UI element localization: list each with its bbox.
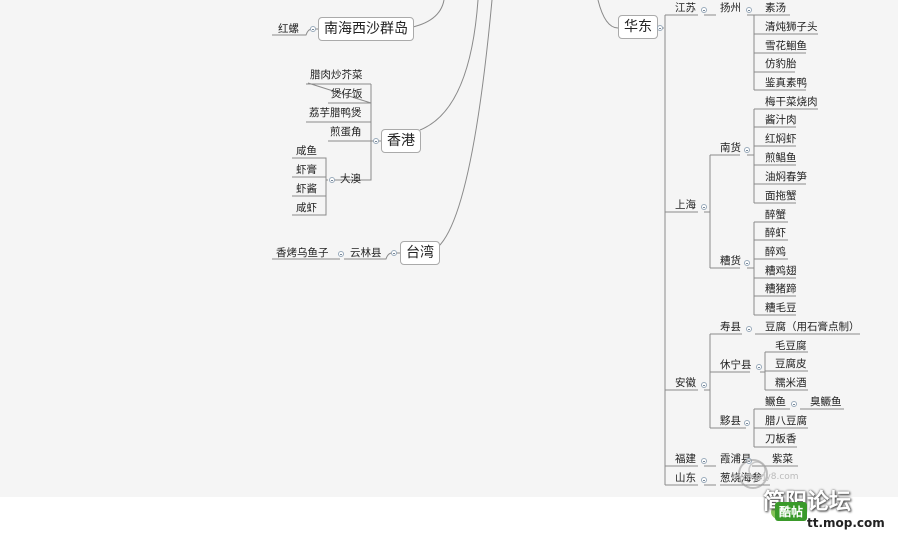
leaf-zh-3[interactable]: 醉鸡 [765, 246, 786, 258]
leaf-nh-5[interactable]: 油焖春笋 [765, 171, 807, 183]
node-yixian[interactable]: 黟县 [720, 415, 741, 427]
collapse-icon[interactable] [701, 7, 707, 13]
collapse-icon[interactable] [701, 458, 707, 464]
mindmap-canvas: 南海西沙群岛 红螺 香港 腊肉炒芥菜 煲仔饭 荔芋腊鸭煲 煎蛋角 大澳 咸鱼 虾… [272, 0, 860, 486]
collapse-icon[interactable] [701, 204, 707, 210]
collapse-icon[interactable] [657, 25, 663, 31]
leaf-yx-1-child[interactable]: 臭鳜鱼 [810, 396, 842, 408]
leaf-yz-3[interactable]: 雪花鮰鱼 [765, 40, 807, 52]
leaf-xn-3[interactable]: 糯米酒 [775, 377, 807, 389]
node-xiuning[interactable]: 休宁县 [720, 359, 752, 371]
collapse-icon[interactable] [391, 250, 397, 256]
leaf-hk-1[interactable]: 腊肉炒芥菜 [310, 69, 363, 81]
leaf-daao-4[interactable]: 咸虾 [296, 202, 317, 214]
leaf-daao-1[interactable]: 咸鱼 [296, 145, 317, 157]
node-shandong[interactable]: 山东 [675, 472, 696, 484]
collapse-icon[interactable] [338, 251, 344, 257]
leaf-nh-6[interactable]: 面拖蟹 [765, 190, 797, 202]
leaf-yx-3[interactable]: 刀板香 [765, 433, 797, 445]
node-congshao[interactable]: 葱烧海参 [720, 472, 762, 484]
leaf-daao-2[interactable]: 虾膏 [296, 164, 317, 176]
collapse-icon[interactable] [746, 7, 752, 13]
leaf-nh-3[interactable]: 红焖虾 [765, 133, 797, 145]
leaf-yx-1[interactable]: 鳜鱼 [765, 396, 786, 408]
node-huadong[interactable]: 华东 [618, 15, 658, 39]
node-xiapu[interactable]: 霞浦县 [720, 453, 752, 465]
leaf-hk-4[interactable]: 煎蛋角 [330, 126, 362, 138]
leaf-zh-4[interactable]: 糟鸡翅 [765, 265, 797, 277]
collapse-icon[interactable] [310, 26, 316, 32]
watermark-badge: 酷帖 [775, 502, 808, 521]
node-zaohuo[interactable]: 糟货 [720, 255, 741, 267]
node-taiwan[interactable]: 台湾 [400, 241, 440, 265]
leaf-yz-1[interactable]: 素汤 [765, 2, 786, 14]
leaf-nh-4[interactable]: 煎鲳鱼 [765, 152, 797, 164]
leaf-daao-3[interactable]: 虾酱 [296, 183, 317, 195]
collapse-icon[interactable] [373, 138, 379, 144]
collapse-icon[interactable] [744, 420, 750, 426]
node-anhui[interactable]: 安徽 [675, 377, 696, 389]
leaf-yz-2[interactable]: 清炖狮子头 [765, 21, 818, 33]
leaf-zh-2[interactable]: 醉虾 [765, 227, 786, 239]
leaf-zh-5[interactable]: 糟猪蹄 [765, 283, 797, 295]
leaf-nh-1[interactable]: 梅干菜烧肉 [765, 96, 818, 108]
leaf-nh-2[interactable]: 酱汁肉 [765, 114, 797, 126]
leaf-yz-4[interactable]: 仿豹胎 [765, 58, 797, 70]
leaf-hk-3[interactable]: 荔芋腊鸭煲 [309, 107, 362, 119]
collapse-icon[interactable] [791, 401, 797, 407]
collapse-icon[interactable] [701, 382, 707, 388]
forum-watermark: 简阳论坛 酷帖 www.jyjy8.com tt.mop.com [731, 452, 895, 532]
leaf-xn-1[interactable]: 毛豆腐 [775, 340, 807, 352]
connector-lines [272, 0, 860, 486]
node-daao[interactable]: 大澳 [340, 173, 361, 185]
node-shouxian[interactable]: 寿县 [720, 321, 741, 333]
leaf-yz-5[interactable]: 鉴真素鸭 [765, 77, 807, 89]
leaf-zh-6[interactable]: 糟毛豆 [765, 302, 797, 314]
collapse-icon[interactable] [746, 326, 752, 332]
leaf-zh-1[interactable]: 醉蟹 [765, 209, 786, 221]
leaf-yunlin-1[interactable]: 香烤乌鱼子 [276, 247, 329, 259]
node-jiangsu[interactable]: 江苏 [675, 2, 696, 14]
node-hongkong[interactable]: 香港 [381, 129, 421, 153]
leaf-hk-2[interactable]: 煲仔饭 [331, 88, 363, 100]
node-yunlin[interactable]: 云林县 [350, 247, 382, 259]
leaf-sx-1[interactable]: 豆腐（用石膏点制） [765, 321, 860, 333]
node-fujian[interactable]: 福建 [675, 453, 696, 465]
leaf-xp-1[interactable]: 紫菜 [772, 453, 793, 465]
collapse-icon[interactable] [756, 364, 762, 370]
collapse-icon[interactable] [701, 477, 707, 483]
node-nanhuo[interactable]: 南货 [720, 142, 741, 154]
node-hongluo[interactable]: 红螺 [278, 23, 299, 35]
collapse-icon[interactable] [744, 147, 750, 153]
node-yangzhou[interactable]: 扬州 [720, 2, 741, 14]
leaf-xn-2[interactable]: 豆腐皮 [775, 358, 807, 370]
node-shanghai[interactable]: 上海 [675, 199, 696, 211]
collapse-icon[interactable] [329, 177, 335, 183]
node-nanhai[interactable]: 南海西沙群岛 [318, 17, 414, 41]
collapse-icon[interactable] [744, 260, 750, 266]
leaf-yx-2[interactable]: 腊八豆腐 [765, 415, 807, 427]
watermark-url: tt.mop.com [807, 516, 885, 530]
watermark-url-top: www.jyjy8.com [731, 472, 799, 482]
